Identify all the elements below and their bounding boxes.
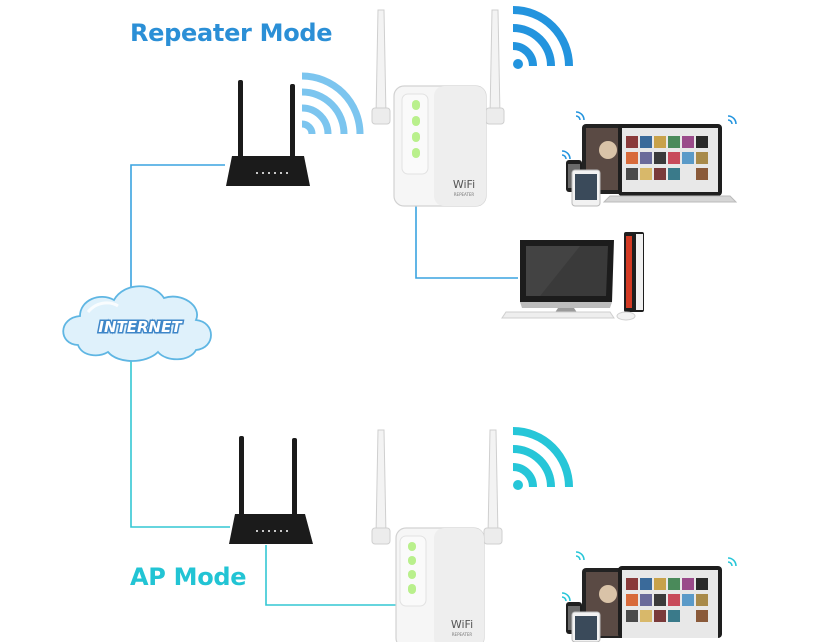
ap-mode-title: AP Mode bbox=[130, 563, 247, 591]
client-devices-bottom bbox=[561, 551, 737, 642]
router-bottom bbox=[229, 436, 313, 544]
repeater-brand-subtitle: REPEATER bbox=[454, 192, 475, 197]
ap-brand: WiFi bbox=[451, 618, 473, 631]
internet-label: INTERNET bbox=[98, 318, 183, 336]
album-grid-bottom bbox=[626, 578, 708, 622]
wifi-mini-icons-top bbox=[561, 111, 737, 160]
desktop-computer bbox=[501, 232, 644, 321]
client-devices-top bbox=[561, 111, 738, 207]
wifi-mini-icons-bottom bbox=[561, 551, 737, 602]
wifi-icon-repeater bbox=[512, 6, 573, 69]
cable-repeater-to-desktop bbox=[415, 195, 518, 279]
repeater-mode-title: Repeater Mode bbox=[130, 19, 333, 47]
antenna-left bbox=[239, 436, 244, 518]
wifi-icon-ap bbox=[512, 427, 573, 490]
repeater-cables bbox=[130, 164, 518, 302]
cable-internet-to-router-top bbox=[130, 164, 225, 302]
antenna-right bbox=[290, 84, 295, 162]
cable-internet-to-router-bottom bbox=[130, 350, 230, 528]
router-top bbox=[226, 80, 310, 186]
cable-router-to-ap bbox=[265, 545, 400, 606]
album-grid-top bbox=[626, 136, 708, 180]
repeater-brand: WiFi bbox=[453, 178, 475, 191]
wifi-repeater-bottom: WiFi REPEATER bbox=[371, 429, 503, 642]
wifi-icon-router-top bbox=[301, 72, 364, 135]
ap-brand-subtitle: REPEATER bbox=[452, 632, 473, 637]
antenna-left bbox=[238, 80, 243, 160]
internet-cloud: INTERNET bbox=[62, 285, 212, 362]
wifi-repeater-top: WiFi REPEATER bbox=[371, 9, 505, 207]
antenna-right bbox=[292, 438, 297, 518]
ap-cables bbox=[130, 350, 400, 606]
